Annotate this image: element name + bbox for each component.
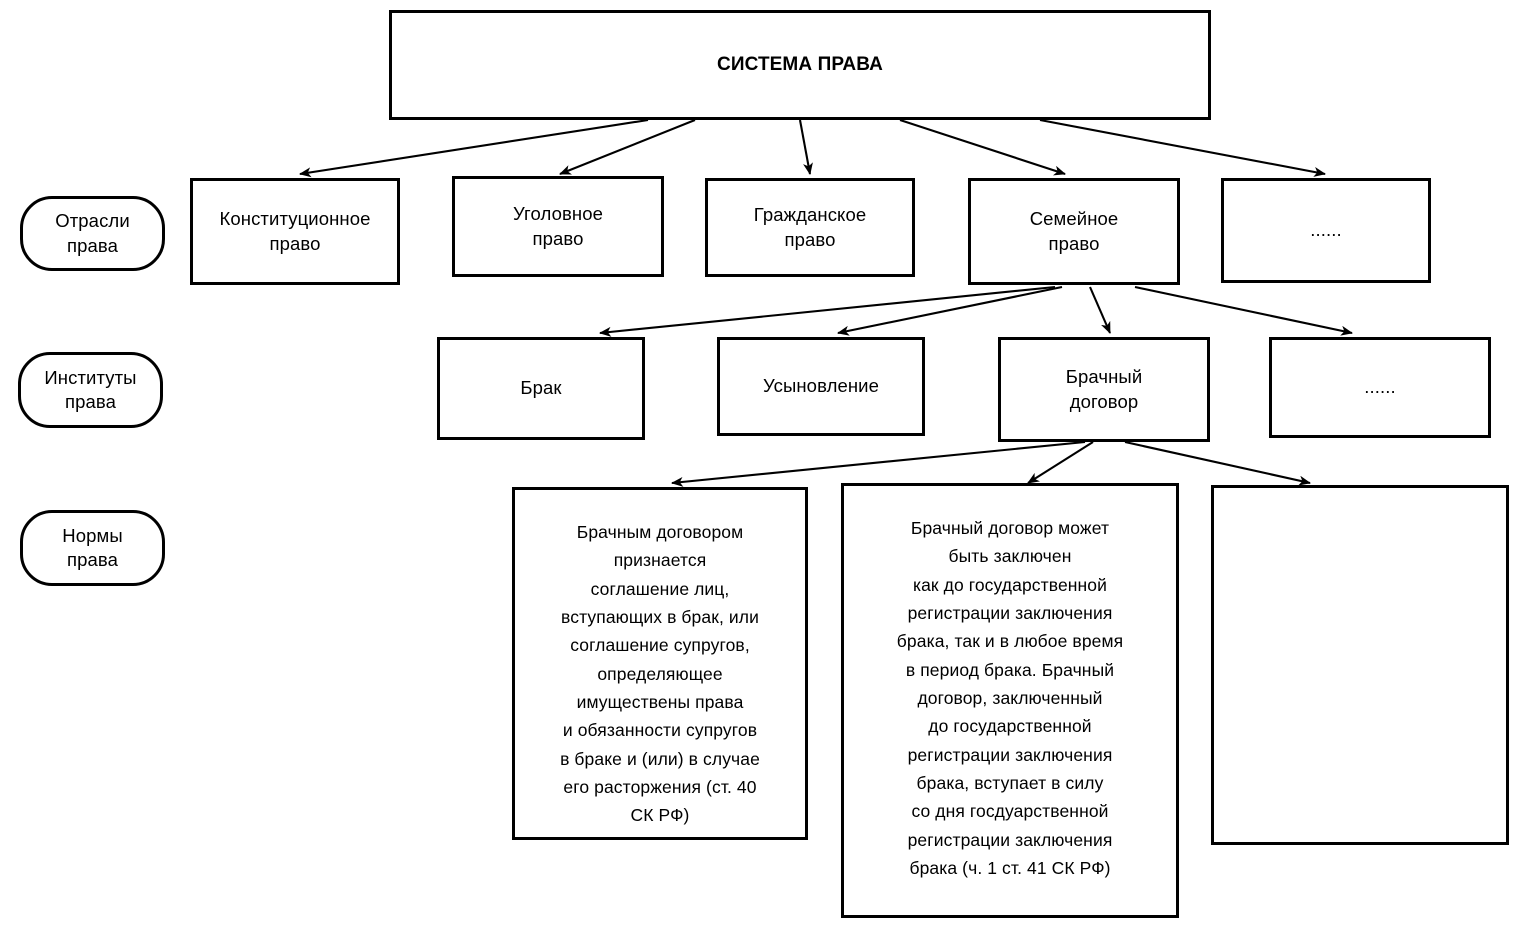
node-norm-definition-label: Брачным договором признается соглашение … xyxy=(560,522,760,826)
node-family-law[interactable]: Семейное право xyxy=(968,178,1180,285)
edges-family-to-institutes xyxy=(599,285,1353,337)
edges-contract-to-norms xyxy=(671,440,1311,487)
edges-root-to-branches xyxy=(299,118,1326,178)
node-norm-definition[interactable]: Брачным договором признается соглашение … xyxy=(512,487,808,840)
node-branch-ellipsis[interactable]: ...... xyxy=(1221,178,1431,283)
node-civil-law-label: Гражданское право xyxy=(753,204,867,250)
node-norm-empty[interactable] xyxy=(1211,485,1509,845)
node-branch-ellipsis-label: ...... xyxy=(1310,219,1342,241)
tier-label-branches-of-law[interactable]: Отрасли права xyxy=(20,196,165,271)
node-adoption-label: Усыновление xyxy=(763,375,879,397)
node-marriage-label: Брак xyxy=(520,377,562,399)
node-constitutional-law[interactable]: Конституционное право xyxy=(190,178,400,285)
tier-label-institutes-of-law-text: Институты права xyxy=(44,366,137,412)
node-institute-ellipsis[interactable]: ...... xyxy=(1269,337,1491,438)
node-civil-law[interactable]: Гражданское право xyxy=(705,178,915,277)
node-norm-conclusion[interactable]: Брачный договор может быть заключен как … xyxy=(841,483,1179,918)
node-criminal-law-label: Уголовное право xyxy=(513,203,603,249)
node-family-law-label: Семейное право xyxy=(1029,208,1119,254)
node-adoption[interactable]: Усыновление xyxy=(717,337,925,436)
node-root-label: СИСТЕМА ПРАВА xyxy=(717,54,883,76)
tier-label-institutes-of-law[interactable]: Институты права xyxy=(18,352,163,428)
node-marriage-contract-label: Брачный договор xyxy=(1065,366,1143,412)
node-marriage[interactable]: Брак xyxy=(437,337,645,440)
node-criminal-law[interactable]: Уголовное право xyxy=(452,176,664,277)
tier-label-branches-of-law-text: Отрасли права xyxy=(55,210,130,256)
node-institute-ellipsis-label: ...... xyxy=(1364,376,1396,398)
node-marriage-contract[interactable]: Брачный договор xyxy=(998,337,1210,442)
node-norm-conclusion-label: Брачный договор может быть заключен как … xyxy=(896,518,1124,879)
tier-label-norms-of-law-text: Нормы права xyxy=(62,524,123,570)
tier-label-norms-of-law[interactable]: Нормы права xyxy=(20,510,165,586)
node-constitutional-law-label: Конституционное право xyxy=(219,208,371,254)
node-root-system-of-law[interactable]: СИСТЕМА ПРАВА xyxy=(389,10,1211,120)
